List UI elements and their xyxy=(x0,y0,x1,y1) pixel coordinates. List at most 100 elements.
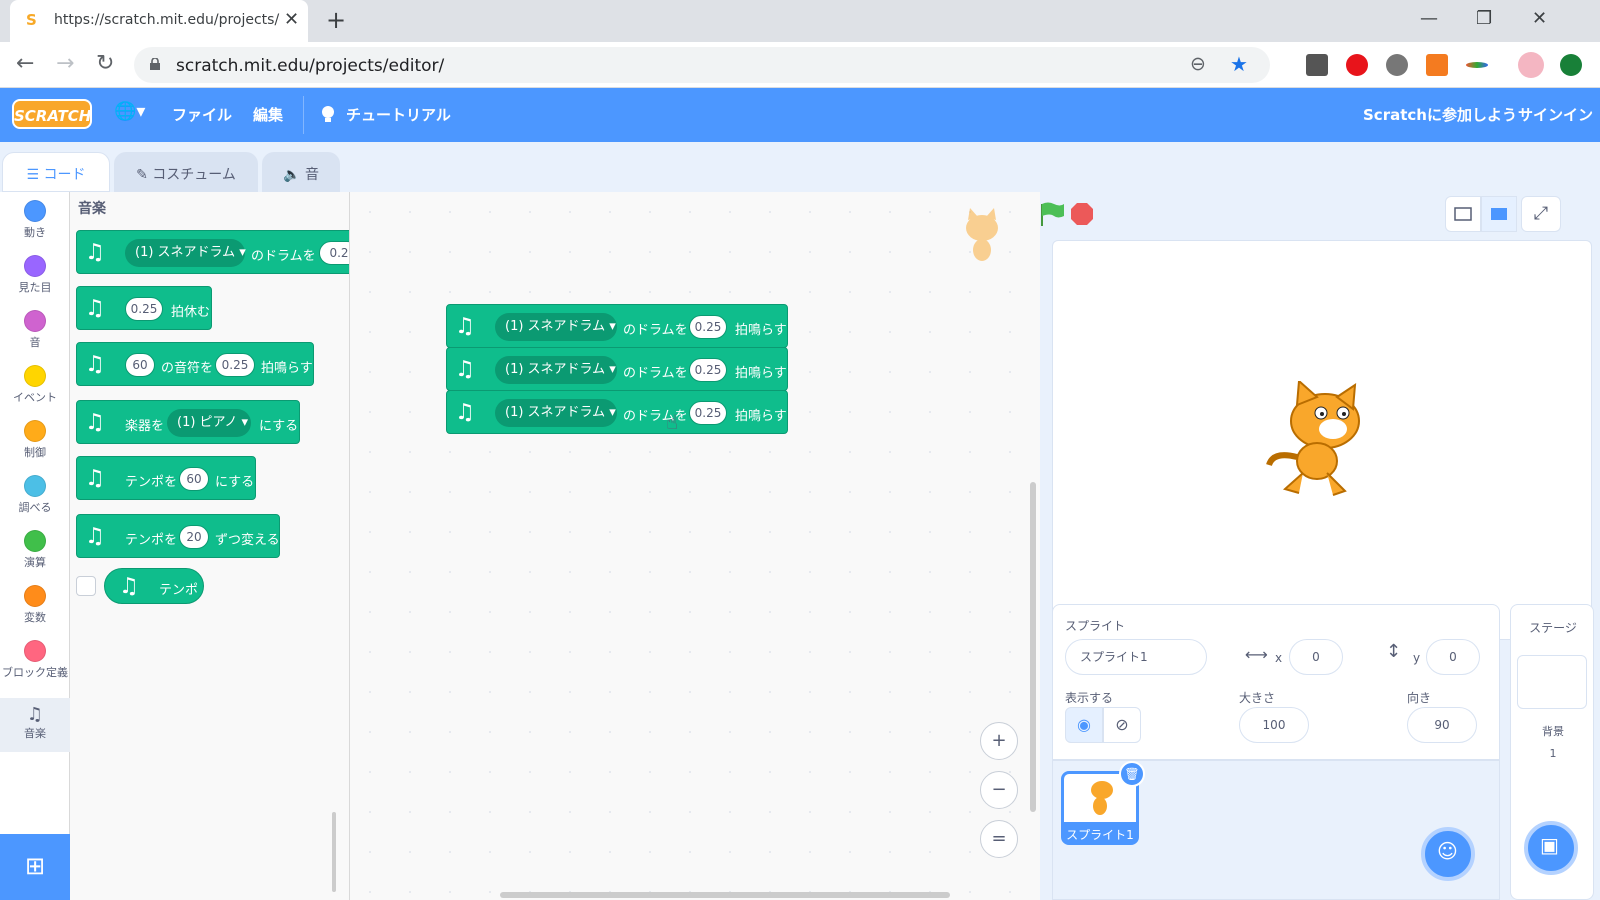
update-icon[interactable] xyxy=(1560,54,1582,76)
beats-input[interactable]: 0.25 xyxy=(689,315,727,339)
script-area[interactable]: ♫ (1) スネアドラム ▾ のドラムを 0.25 拍鳴らす ♫ (1) スネア… xyxy=(350,192,1040,900)
scratch-logo[interactable]: SCRATCH xyxy=(12,99,92,129)
sign-in-link[interactable]: サインイン xyxy=(1518,106,1594,124)
sprite-name-input[interactable]: スプライト1 xyxy=(1065,639,1207,675)
hide-eye-icon[interactable]: ⊘ xyxy=(1103,707,1141,743)
category-sensing[interactable]: 調べる xyxy=(0,469,70,515)
note-input[interactable]: 60 xyxy=(125,353,155,377)
drum-dropdown[interactable]: (1) スネアドラム ▾ xyxy=(495,356,617,384)
sprite-label: スプライト xyxy=(1065,619,1126,633)
category-music[interactable]: ♫音楽 xyxy=(0,698,70,752)
delete-sprite-icon[interactable]: 🗑 xyxy=(1119,761,1145,787)
join-scratch-link[interactable]: Scratchに参加しよう xyxy=(1363,106,1517,124)
category-operators[interactable]: 演算 xyxy=(0,524,70,570)
edit-menu[interactable]: 編集 xyxy=(253,106,284,124)
category-motion[interactable]: 動き xyxy=(0,194,70,240)
large-stage-button[interactable] xyxy=(1481,196,1517,232)
block-palette: 音楽 ♫ (1) スネアドラム ▾ のドラムを 0.2 ♫ 0.25 拍休む ♫… xyxy=(70,192,350,900)
beats-input[interactable]: 0.25 xyxy=(125,297,163,321)
direction-input[interactable]: 90 xyxy=(1407,707,1477,743)
beats-input[interactable]: 0.25 xyxy=(215,353,255,377)
change-tempo-block[interactable]: ♫ テンポを 20 ずつ変える xyxy=(76,514,280,558)
address-bar[interactable]: scratch.mit.edu/projects/editor/ ⊖ ★ xyxy=(134,47,1270,83)
block-text: 拍鳴らす xyxy=(261,361,313,376)
beats-input[interactable]: 0.25 xyxy=(689,358,727,382)
tab-close-icon[interactable]: ✕ xyxy=(284,9,300,30)
tempo-reporter[interactable]: ♫ テンポ xyxy=(104,568,204,604)
script-drum-block[interactable]: ♫ (1) スネアドラム ▾ のドラムを 0.25 拍鳴らす xyxy=(446,304,788,348)
set-instrument-block[interactable]: ♫ 楽器を (1) ピアノ ▾ にする xyxy=(76,400,300,444)
skype-extension-icon[interactable] xyxy=(1386,54,1408,76)
back-icon[interactable]: ← xyxy=(16,51,35,76)
stage-canvas[interactable] xyxy=(1052,240,1592,640)
zoom-reset-button[interactable]: = xyxy=(980,820,1018,858)
window-close-icon[interactable]: ✕ xyxy=(1532,8,1548,29)
play-note-block[interactable]: ♫ 60 の音符を 0.25 拍鳴らす xyxy=(76,342,314,386)
small-stage-button[interactable] xyxy=(1445,196,1481,232)
script-drum-block[interactable]: ♫ (1) スネアドラム ▾ のドラムを 0.25 拍鳴らす xyxy=(446,347,788,391)
music-icon: ♫ xyxy=(455,400,475,425)
instrument-dropdown[interactable]: (1) ピアノ ▾ xyxy=(167,409,251,437)
new-tab-button[interactable]: + xyxy=(326,6,347,34)
block-text: 楽器を xyxy=(125,419,165,434)
category-variables[interactable]: 変数 xyxy=(0,579,70,625)
tempo-input[interactable]: 60 xyxy=(179,467,209,491)
rest-block[interactable]: ♫ 0.25 拍休む xyxy=(76,286,212,330)
category-looks[interactable]: 見た目 xyxy=(0,249,70,295)
bookmark-star-icon[interactable]: ★ xyxy=(1230,52,1248,76)
fullscreen-icon[interactable]: ⤢ xyxy=(1521,196,1561,232)
zoom-in-button[interactable]: + xyxy=(980,722,1018,760)
drum-dropdown[interactable]: (1) スネアドラム ▾ xyxy=(495,313,617,341)
add-extension-button[interactable]: ⊞ xyxy=(0,834,70,900)
block-text: テンポを xyxy=(125,475,178,490)
drum-dropdown[interactable]: (1) スネアドラム ▾ xyxy=(495,399,617,427)
category-my-blocks[interactable]: ブロック定義 xyxy=(0,634,70,680)
category-events[interactable]: イベント xyxy=(0,359,70,405)
stage-selector[interactable]: ステージ 背景 1 ▣ xyxy=(1510,604,1594,900)
browser-tab[interactable]: S https://scratch.mit.edu/projects/e ✕ xyxy=(10,0,308,42)
profile-avatar[interactable] xyxy=(1518,52,1544,78)
qr-extension-icon[interactable] xyxy=(1306,54,1328,76)
red-extension-icon[interactable] xyxy=(1346,54,1368,76)
chart-extension-icon[interactable] xyxy=(1426,54,1448,76)
language-globe-icon[interactable]: 🌐▾ xyxy=(114,101,146,122)
backdrop-thumbnail[interactable] xyxy=(1517,655,1587,709)
tab-sounds[interactable]: 🔈 音 xyxy=(262,152,340,192)
tempo-monitor-checkbox[interactable] xyxy=(76,576,96,596)
size-input[interactable]: 100 xyxy=(1239,707,1309,743)
palette-scrollbar[interactable] xyxy=(332,812,336,892)
tab-costumes[interactable]: ✎ コスチューム xyxy=(114,152,258,192)
tempo-change-input[interactable]: 20 xyxy=(179,525,209,549)
set-tempo-block[interactable]: ♫ テンポを 60 にする xyxy=(76,456,256,500)
stop-icon[interactable] xyxy=(1070,202,1094,226)
cat-sprite[interactable] xyxy=(1263,381,1373,499)
script-v-scrollbar[interactable] xyxy=(1030,482,1036,812)
restore-icon[interactable]: ❐ xyxy=(1476,8,1493,29)
forward-icon[interactable]: → xyxy=(56,51,75,76)
choose-sprite-button[interactable]: ☺ xyxy=(1421,827,1475,881)
x-input[interactable]: 0 xyxy=(1289,639,1343,675)
beats-input[interactable]: 0.2 xyxy=(319,241,349,265)
rainbow-extension-icon[interactable] xyxy=(1466,62,1488,68)
minimize-icon[interactable]: — xyxy=(1420,8,1438,29)
y-input[interactable]: 0 xyxy=(1426,639,1480,675)
drum-dropdown[interactable]: (1) スネアドラム ▾ xyxy=(125,239,246,267)
zoom-icon[interactable]: ⊖ xyxy=(1190,53,1206,75)
tutorials-menu[interactable]: チュートリアル xyxy=(346,106,451,124)
choose-backdrop-button[interactable]: ▣ xyxy=(1524,821,1578,875)
script-drum-block[interactable]: ♫ (1) スネアドラム ▾ のドラムを 0.25 拍鳴らす xyxy=(446,390,788,434)
play-drum-block[interactable]: ♫ (1) スネアドラム ▾ のドラムを 0.2 xyxy=(76,230,349,274)
beats-input[interactable]: 0.25 xyxy=(689,401,727,425)
category-label: 制御 xyxy=(24,446,46,459)
file-menu[interactable]: ファイル xyxy=(172,106,233,124)
show-eye-icon[interactable]: ◉ xyxy=(1065,707,1103,743)
script-h-scrollbar[interactable] xyxy=(500,892,950,898)
tab-code[interactable]: ☰ コード xyxy=(2,152,110,192)
backdrop-count: 1 xyxy=(1549,747,1557,760)
zoom-out-button[interactable]: − xyxy=(980,771,1018,809)
category-sound[interactable]: 音 xyxy=(0,304,70,350)
reload-icon[interactable]: ↻ xyxy=(96,51,115,76)
category-control[interactable]: 制御 xyxy=(0,414,70,460)
green-flag-icon[interactable] xyxy=(1036,200,1064,228)
direction-label: 向き xyxy=(1407,691,1432,705)
